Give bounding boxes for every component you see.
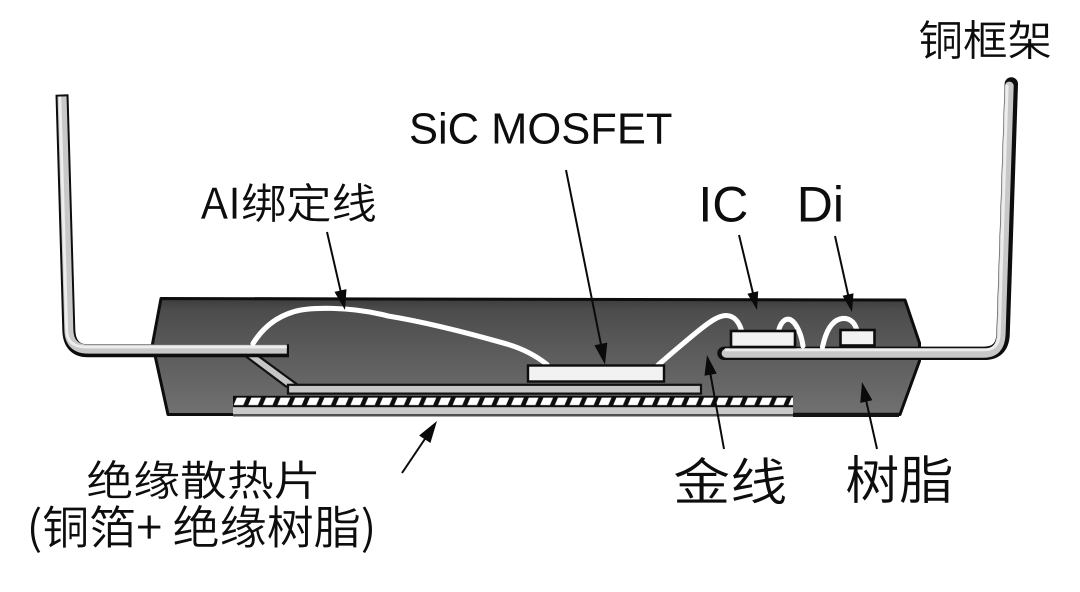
svg-text:Di: Di	[797, 177, 844, 233]
svg-text:SiC MOSFET: SiC MOSFET	[409, 106, 672, 154]
svg-text:IC: IC	[698, 177, 748, 233]
